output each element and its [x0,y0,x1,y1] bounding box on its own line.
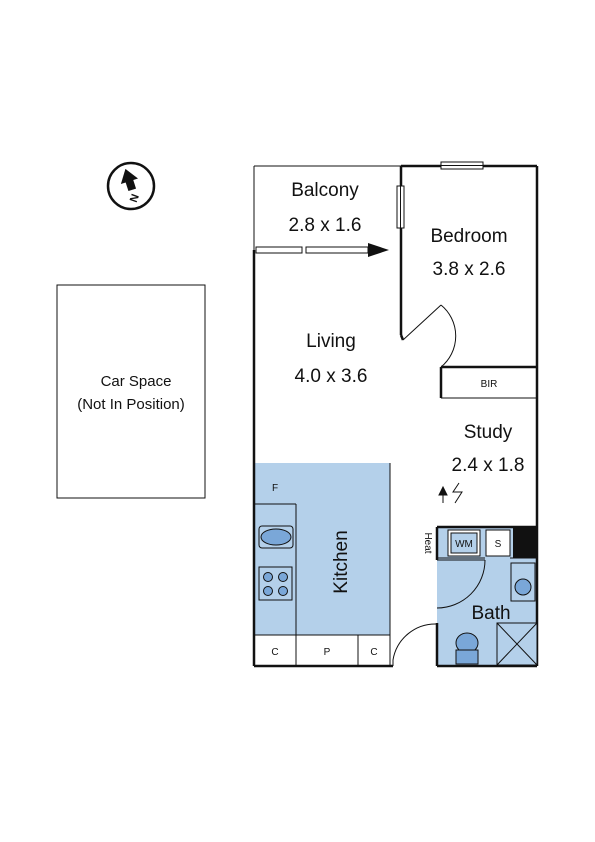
hot-water-unit [513,527,537,558]
doors [392,304,486,666]
bir-label: BIR [481,379,498,390]
balcony-door-fixed [255,246,303,254]
car-space-note: (Not In Position) [77,396,185,413]
kitchen-floor [254,463,390,635]
power-point-icon [438,482,463,504]
cooktop-icon [258,566,293,601]
cupboard-left-label: C [271,647,278,658]
sliding-door-arrow-icon [368,243,389,257]
sink-bowl-icon [260,528,292,546]
laundry-sink-box [485,529,511,557]
kitchen-name: Kitchen [331,530,352,593]
car-space-outline [56,284,206,499]
toilet-icon [455,632,479,665]
fridge-label: F [272,483,278,494]
cupboard-right-label: C [370,647,377,658]
laundry-sink-label: S [495,539,502,550]
shower-icon [496,622,538,666]
washing-machine-label: WM [455,539,473,550]
vanity-basin-icon [510,562,536,602]
living-name: Living [306,331,356,352]
bedroom-name: Bedroom [430,226,507,247]
study-size: 2.4 x 1.8 [452,455,525,476]
north-arrow-icon [120,168,139,192]
bath-door [436,559,486,609]
car-space-label: Car Space [101,373,172,390]
heat-label: Heat [422,532,433,553]
bedroom-size: 3.8 x 2.6 [433,259,506,280]
bedroom-door [402,304,457,368]
entry-door [392,623,438,666]
bath-name: Bath [471,603,510,624]
living-size: 4.0 x 3.6 [295,366,368,387]
balcony-size: 2.8 x 1.6 [289,215,362,236]
pantry-label: P [324,647,331,658]
washing-machine [450,532,478,554]
compass: N [106,161,156,211]
study-name: Study [464,422,513,443]
balcony-name: Balcony [291,180,359,201]
compass-letter: N [128,193,142,205]
balcony-door-slide [305,246,369,254]
